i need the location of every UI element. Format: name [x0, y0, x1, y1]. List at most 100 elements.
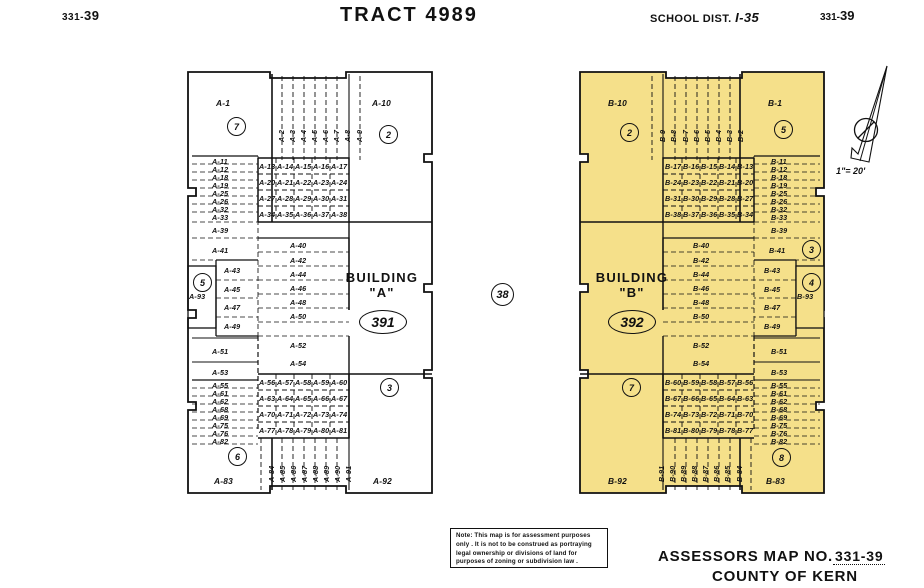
parcel-b-15[interactable]: B-15 — [701, 162, 718, 171]
parcel-b-90[interactable]: B-90 — [668, 465, 677, 482]
parcel-a-52[interactable]: A-52 — [290, 341, 307, 350]
parcel-a-39[interactable]: A-39 — [212, 226, 229, 235]
parcel-b-9[interactable]: B-9 — [658, 129, 667, 142]
parcel-a-47[interactable]: A-47 — [224, 303, 241, 312]
parcel-circle-a-3[interactable]: 3 — [380, 378, 399, 397]
parcel-a-92[interactable]: A-92 — [373, 476, 392, 486]
parcel-a-7[interactable]: A-7 — [332, 129, 341, 142]
parcel-a-48[interactable]: A-48 — [290, 298, 307, 307]
parcel-b-41[interactable]: B-41 — [769, 246, 786, 255]
parcel-a-45[interactable]: A-45 — [224, 285, 241, 294]
parcel-b-24[interactable]: B-24 — [665, 178, 682, 187]
parcel-b-29[interactable]: B-29 — [701, 194, 718, 203]
parcel-a-72[interactable]: A-72 — [295, 410, 312, 419]
parcel-b-14[interactable]: B-14 — [719, 162, 736, 171]
parcel-b-2[interactable]: B-2 — [736, 129, 745, 142]
parcel-b-1[interactable]: B-1 — [768, 98, 783, 108]
parcel-a-91[interactable]: A-91 — [344, 465, 353, 482]
parcel-b-85[interactable]: B-85 — [723, 465, 732, 482]
parcel-circle-a-6[interactable]: 6 — [228, 447, 247, 466]
parcel-b-64[interactable]: B-64 — [719, 394, 736, 403]
parcel-b-92[interactable]: B-92 — [608, 476, 627, 486]
parcel-b-66[interactable]: B-66 — [683, 394, 700, 403]
parcel-a-60[interactable]: A-60 — [331, 378, 348, 387]
parcel-a-90[interactable]: A-90 — [333, 465, 342, 482]
parcel-b-43[interactable]: B-43 — [764, 266, 781, 275]
parcel-circle-b-7[interactable]: 7 — [622, 378, 641, 397]
parcel-b-25[interactable]: B-25 — [771, 189, 788, 198]
parcel-b-68[interactable]: B-68 — [771, 405, 788, 414]
parcel-b-55[interactable]: B-55 — [771, 381, 788, 390]
parcel-b-61[interactable]: B-61 — [771, 389, 788, 398]
parcel-b-53[interactable]: B-53 — [771, 368, 788, 377]
parcel-b-44[interactable]: B-44 — [693, 270, 710, 279]
parcel-a-28[interactable]: A-28 — [277, 194, 294, 203]
parcel-b-84[interactable]: B-84 — [735, 465, 744, 482]
parcel-a-64[interactable]: A-64 — [277, 394, 294, 403]
parcel-b-60[interactable]: B-60 — [665, 378, 682, 387]
parcel-a-32[interactable]: A-32 — [212, 205, 229, 214]
parcel-a-40[interactable]: A-40 — [290, 241, 307, 250]
parcel-b-32[interactable]: B-32 — [771, 205, 788, 214]
parcel-b-12[interactable]: B-12 — [771, 165, 788, 174]
parcel-b-81[interactable]: B-81 — [665, 426, 682, 435]
parcel-a-69[interactable]: A-69 — [212, 413, 229, 422]
parcel-a-50[interactable]: A-50 — [290, 312, 307, 321]
parcel-b-13[interactable]: B-13 — [737, 162, 754, 171]
parcel-a-62[interactable]: A-62 — [212, 397, 229, 406]
parcel-b-20[interactable]: B-20 — [737, 178, 754, 187]
parcel-a-77[interactable]: A-77 — [259, 426, 276, 435]
parcel-circle-a-2[interactable]: 2 — [379, 125, 398, 144]
parcel-b-52[interactable]: B-52 — [693, 341, 710, 350]
parcel-a-57[interactable]: A-57 — [277, 378, 294, 387]
parcel-b-19[interactable]: B-19 — [771, 181, 788, 190]
building-a[interactable]: BUILDING "A" 391 A-1 A-10 A-83 A-92 7 2 … — [186, 70, 434, 495]
parcel-b-8[interactable]: B-8 — [669, 129, 678, 142]
parcel-b-28[interactable]: B-28 — [719, 194, 736, 203]
building-b-number[interactable]: 392 — [608, 310, 656, 334]
parcel-a-33[interactable]: A-33 — [212, 213, 229, 222]
parcel-a-31[interactable]: A-31 — [331, 194, 348, 203]
parcel-b-23[interactable]: B-23 — [683, 178, 700, 187]
parcel-a-41[interactable]: A-41 — [212, 246, 229, 255]
parcel-a-83[interactable]: A-83 — [214, 476, 233, 486]
parcel-a-6[interactable]: A-6 — [321, 129, 330, 142]
parcel-a-66[interactable]: A-66 — [313, 394, 330, 403]
parcel-b-89[interactable]: B-89 — [679, 465, 688, 482]
parcel-b-38[interactable]: B-38 — [665, 210, 682, 219]
parcel-b-88[interactable]: B-88 — [690, 465, 699, 482]
parcel-b-26[interactable]: B-26 — [771, 197, 788, 206]
parcel-a-3[interactable]: A-3 — [288, 129, 297, 142]
parcel-b-70[interactable]: B-70 — [737, 410, 754, 419]
parcel-a-65[interactable]: A-65 — [295, 394, 312, 403]
parcel-a-9[interactable]: A-9 — [355, 129, 364, 142]
parcel-b-35[interactable]: B-35 — [719, 210, 736, 219]
parcel-b-46[interactable]: B-46 — [693, 284, 710, 293]
parcel-b-77[interactable]: B-77 — [737, 426, 754, 435]
parcel-a-35[interactable]: A-35 — [277, 210, 294, 219]
parcel-b-48[interactable]: B-48 — [693, 298, 710, 307]
parcel-a-78[interactable]: A-78 — [277, 426, 294, 435]
parcel-b-45[interactable]: B-45 — [764, 285, 781, 294]
parcel-a-44[interactable]: A-44 — [290, 270, 307, 279]
parcel-a-30[interactable]: A-30 — [313, 194, 330, 203]
parcel-a-68[interactable]: A-68 — [212, 405, 229, 414]
parcel-a-76[interactable]: A-76 — [212, 429, 229, 438]
parcel-a-75[interactable]: A-75 — [212, 421, 229, 430]
parcel-b-22[interactable]: B-22 — [701, 178, 718, 187]
parcel-a-85[interactable]: A-85 — [278, 465, 287, 482]
parcel-a-24[interactable]: A-24 — [331, 178, 348, 187]
parcel-a-4[interactable]: A-4 — [299, 129, 308, 142]
parcel-circle-a-7[interactable]: 7 — [227, 117, 246, 136]
parcel-a-80[interactable]: A-80 — [313, 426, 330, 435]
building-b[interactable]: BUILDING "B" 392 B-10 B-1 B-92 B-83 2 5 … — [578, 70, 826, 495]
parcel-a-82[interactable]: A-82 — [212, 437, 229, 446]
parcel-a-5[interactable]: A-5 — [310, 129, 319, 142]
parcel-b-30[interactable]: B-30 — [683, 194, 700, 203]
parcel-b-87[interactable]: B-87 — [701, 465, 710, 482]
parcel-a-81[interactable]: A-81 — [331, 426, 348, 435]
parcel-b-80[interactable]: B-80 — [683, 426, 700, 435]
parcel-b-31[interactable]: B-31 — [665, 194, 682, 203]
parcel-a-93[interactable]: A-93 — [189, 292, 206, 301]
parcel-b-37[interactable]: B-37 — [683, 210, 700, 219]
